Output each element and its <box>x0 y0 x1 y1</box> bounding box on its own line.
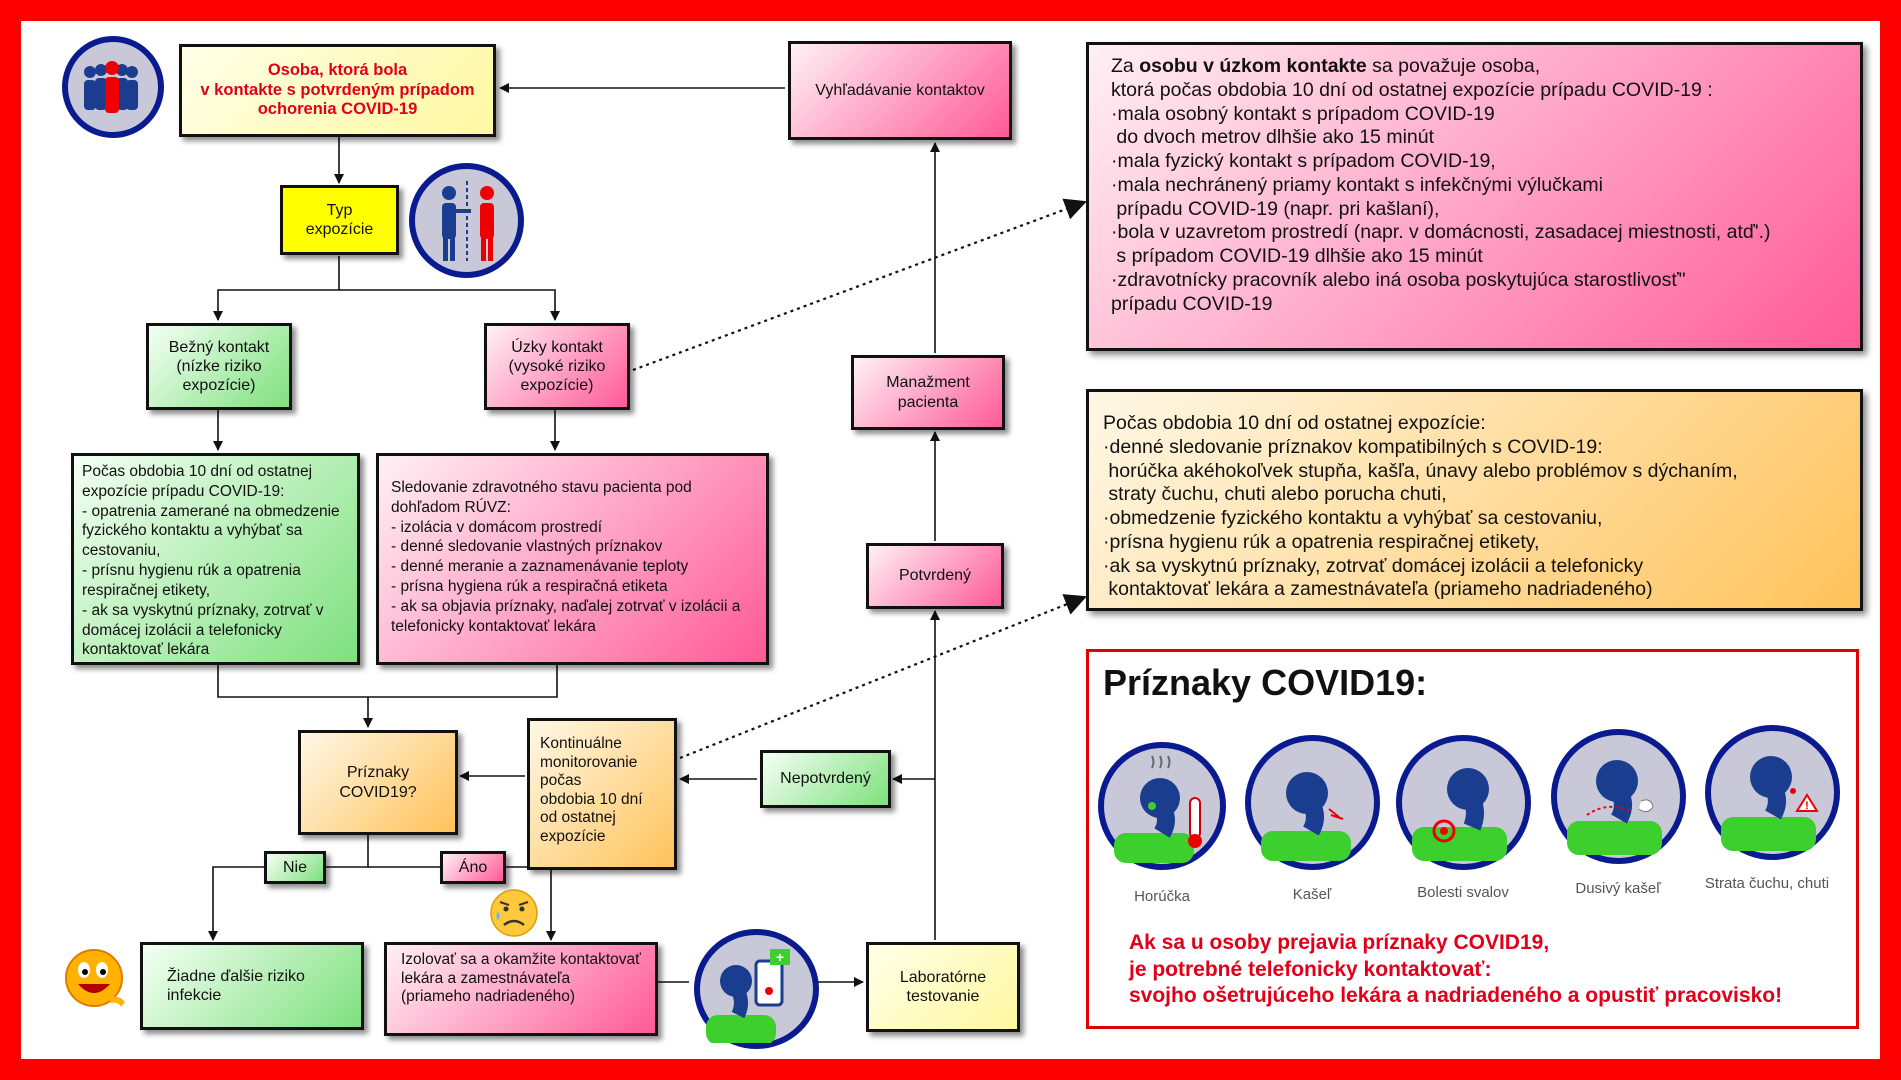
monitoring-lines: Počas obdobia 10 dní od ostatnej expozíc… <box>1103 412 1846 602</box>
monitoring-line: Počas obdobia 10 dní od ostatnej expozíc… <box>1103 412 1486 434</box>
monitoring-line: horúčka akéhokoľvek stupňa, kašľa, únavy… <box>1103 459 1738 482</box>
worried-emoji-icon <box>490 889 538 937</box>
monitoring-line: ·ak sa vyskytnú príznaky, zotrvať domáce… <box>1103 554 1644 577</box>
muscle-pain-icon <box>1396 735 1531 870</box>
close-contact-box: Úzky kontakt (vysoké riziko expozície) <box>484 323 630 410</box>
definition-line: ·mala fyzický kontakt s prípadom COVID-1… <box>1111 150 1496 173</box>
definition-line: ·bola v uzavretom prostredí (napr. v dom… <box>1111 221 1771 244</box>
answer-yes-label: Áno <box>440 851 506 884</box>
confirmed-box: Potvrdený <box>866 543 1004 609</box>
warning-line: Ak sa u osoby prejavia príznaky COVID19, <box>1129 931 1550 954</box>
symptom-caption: Bolesti svalov <box>1417 884 1509 901</box>
intro-suffix: sa považuje osoba, <box>1366 55 1541 77</box>
monitoring-panel: Počas obdobia 10 dní od ostatnej expozíc… <box>1086 389 1863 611</box>
distance-icon <box>409 163 524 278</box>
svg-text:!: ! <box>1805 800 1809 812</box>
symptom-caption: Horúčka <box>1134 888 1190 905</box>
phone-doctor-icon: + <box>694 929 819 1049</box>
branch-type-right <box>339 289 560 321</box>
smiley-emoji-icon <box>65 949 127 1008</box>
definition-line: ·mala osobný kontakt s prípadom COVID-19 <box>1111 102 1495 125</box>
people-group-icon <box>62 36 164 138</box>
close-contact-definition-panel: Za osobu v úzkom kontakte sa považuje os… <box>1086 42 1863 351</box>
monitoring-line: ·obmedzenie fyzického kontaktu a vyhýbať… <box>1103 507 1603 530</box>
monitoring-line: kontaktovať lekára a zamestnávateľa (pri… <box>1103 578 1653 601</box>
no-risk-box: Žiadne ďalšie riziko infekcie <box>140 942 364 1030</box>
branch-type <box>213 256 340 321</box>
symptom-caption: Dusivý kašeľ <box>1575 880 1661 897</box>
definition-line: do dvoch metrov dlhšie ako 15 minút <box>1111 126 1435 149</box>
fever-icon <box>1098 742 1226 870</box>
definition-line: ktorá počas obdobia 10 dní od ostatnej e… <box>1111 78 1713 101</box>
definition-line: prípadu COVID-19 <box>1111 292 1273 315</box>
symptoms-warning: Ak sa u osoby prejavia príznaky COVID19,… <box>1129 930 1782 1010</box>
monitoring-line: ·denné sledovanie príznakov kompatibilný… <box>1103 435 1603 458</box>
intro-prefix: Za <box>1111 55 1140 77</box>
cough-icon <box>1245 735 1380 870</box>
definition-line: s prípadom COVID-19 dlhšie ako 15 minút <box>1111 245 1483 268</box>
loss-of-smell-icon: ! <box>1705 725 1840 860</box>
unconfirmed-box: Nepotvrdený <box>760 750 891 808</box>
definition-line: prípadu COVID-19 (napr. pri kašlaní), <box>1111 197 1440 220</box>
merge-measures <box>217 665 558 698</box>
definition-intro: Za osobu v úzkom kontakte sa považuje os… <box>1111 55 1838 79</box>
monitoring-line: straty čuchu, chuti alebo porucha chuti, <box>1103 483 1447 506</box>
common-contact-box: Bežný kontakt (nízke riziko expozície) <box>146 323 292 410</box>
low-risk-measures-box: Počas obdobia 10 dní od ostatnej expozíc… <box>71 453 360 665</box>
contact-search-box: Vyhľadávanie kontaktov <box>788 41 1012 140</box>
dotted-link-close-contact <box>632 198 1087 372</box>
definition-line: ·mala nechránený priamy kontakt s infekč… <box>1111 173 1604 196</box>
dotted-link-monitoring <box>679 594 1087 760</box>
intro-bold: osobu v úzkom kontakte <box>1139 55 1367 77</box>
continuous-monitoring-box: Kontinuálne monitorovanie počas obdobia … <box>527 718 677 870</box>
choking-cough-icon <box>1551 729 1686 864</box>
symptoms-title: Príznaky COVID19: <box>1103 662 1428 703</box>
exposure-type-box: Typ expozície <box>280 185 399 255</box>
high-risk-measures-box: Sledovanie zdravotného stavu pacienta po… <box>376 453 769 665</box>
definition-lines: ktorá počas obdobia 10 dní od ostatnej e… <box>1111 79 1838 317</box>
monitoring-line: ·prísna hygienu rúk a opatrenia respirač… <box>1103 530 1540 553</box>
symptom-caption: Strata čuchu, chuti <box>1704 875 1830 892</box>
symptom-caption: Kašeľ <box>1292 886 1332 903</box>
definition-line: ·zdravotnícky pracovník alebo iná osoba … <box>1111 269 1686 292</box>
symptoms-question-box: Príznaky COVID19? <box>298 730 458 835</box>
patient-management-box: Manažment pacienta <box>851 355 1005 430</box>
contact-person-box: Osoba, ktorá bola v kontakte s potvrdený… <box>179 44 496 137</box>
warning-line: svojho ošetrujúceho lekára a nadriadenéh… <box>1129 984 1783 1008</box>
svg-text:+: + <box>776 949 784 965</box>
isolate-box: Izolovať sa a okamžite kontaktovať lekár… <box>384 942 658 1036</box>
warning-line: je potrebné telefonicky kontaktovať: <box>1129 957 1492 981</box>
answer-no-label: Nie <box>264 851 326 884</box>
lab-testing-box: Laboratórne testovanie <box>866 942 1020 1032</box>
